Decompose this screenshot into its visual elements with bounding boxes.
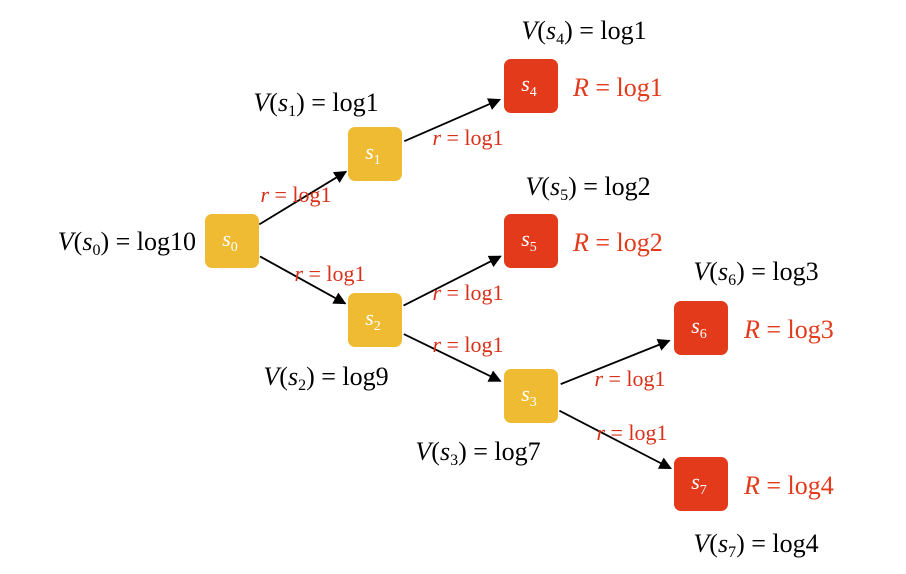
edge-label-s3-s7: r = log1 xyxy=(596,420,667,445)
node-label-s0: s0 xyxy=(222,226,238,255)
reward-label-s4: R = log1 xyxy=(572,73,663,102)
node-s4: s4 xyxy=(504,59,558,113)
node-box-s0 xyxy=(205,214,259,268)
value-label-s4: V(s4) = log1 xyxy=(521,16,646,48)
edge-label-s2-s3: r = log1 xyxy=(432,332,503,357)
edge-s2-s3 xyxy=(403,333,502,382)
node-s0: s0 xyxy=(205,214,259,268)
node-box-s1 xyxy=(348,127,402,181)
value-label-s6: V(s6) = log3 xyxy=(693,257,818,289)
edge-s1-s4 xyxy=(403,98,501,143)
node-label-s7: s7 xyxy=(691,469,707,498)
edges-layer xyxy=(258,98,672,470)
node-box-s7 xyxy=(674,457,728,511)
node-s2: s2 xyxy=(348,293,402,347)
node-box-s3 xyxy=(504,369,558,423)
nodes-layer: s0 s1 s2 s3 s4 s5 s6 s7 xyxy=(205,59,728,511)
value-label-s3: V(s3) = log7 xyxy=(415,437,540,469)
node-box-s4 xyxy=(504,59,558,113)
value-label-s2: V(s2) = log9 xyxy=(263,362,388,394)
edge-label-s1-s4: r = log1 xyxy=(432,125,503,150)
value-label-s0: V(s0) = log10 xyxy=(58,227,196,259)
edge-label-s0-s2: r = log1 xyxy=(294,261,365,286)
edge-label-s0-s1: r = log1 xyxy=(260,182,331,207)
reward-label-s6: R = log3 xyxy=(743,315,834,344)
edge-s2-s5 xyxy=(403,255,502,307)
node-label-s1: s1 xyxy=(365,139,381,168)
edge-label-s2-s5: r = log1 xyxy=(432,280,503,305)
node-label-s3: s3 xyxy=(521,381,537,410)
labels-layer: r = log1 r = log1 r = log1 r = log1 r = log1… xyxy=(58,16,834,561)
edge-s0-s1 xyxy=(258,170,348,226)
node-s5: s5 xyxy=(504,214,558,268)
node-box-s5 xyxy=(504,214,558,268)
node-label-s5: s5 xyxy=(521,226,537,255)
node-box-s2 xyxy=(348,293,402,347)
node-box-s6 xyxy=(674,301,728,355)
value-label-s7: V(s7) = log4 xyxy=(693,529,818,561)
node-s7: s7 xyxy=(674,457,728,511)
node-label-s6: s6 xyxy=(691,313,707,342)
node-label-s2: s2 xyxy=(365,305,381,334)
node-s6: s6 xyxy=(674,301,728,355)
reward-label-s5: R = log2 xyxy=(572,228,663,257)
node-s3: s3 xyxy=(504,369,558,423)
edge-label-s3-s6: r = log1 xyxy=(594,366,665,391)
edge-s3-s6 xyxy=(560,338,671,385)
reward-label-s7: R = log4 xyxy=(743,471,834,500)
value-label-s1: V(s1) = log1 xyxy=(253,88,378,120)
node-s1: s1 xyxy=(348,127,402,181)
value-label-s5: V(s5) = log2 xyxy=(525,172,650,204)
edge-s0-s2 xyxy=(259,255,347,305)
node-label-s4: s4 xyxy=(521,71,537,100)
edge-s3-s7 xyxy=(559,409,672,470)
